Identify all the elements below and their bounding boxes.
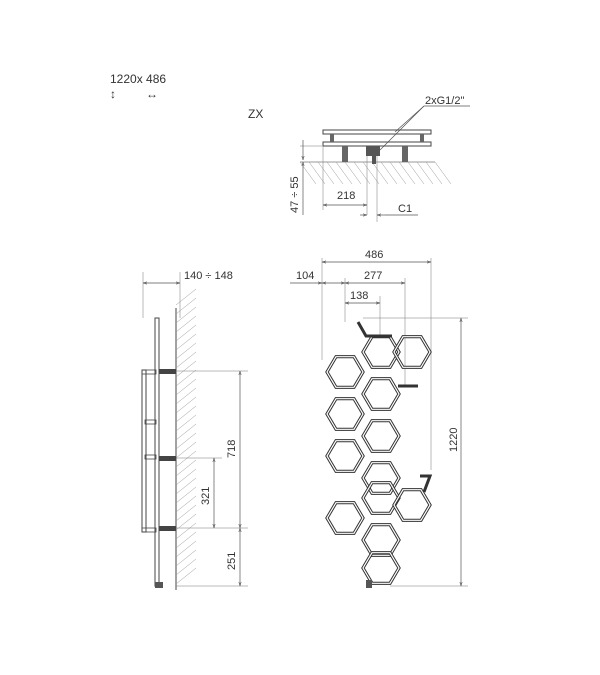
total-width-dimension: 486 bbox=[365, 249, 383, 261]
side-view: 140 ÷ 148 718 321 251 bbox=[141, 270, 248, 590]
bracket-bottom bbox=[159, 526, 176, 531]
honeycomb-cell bbox=[392, 488, 432, 522]
radiator-profile bbox=[154, 317, 160, 587]
connection-pipe bbox=[366, 580, 372, 588]
top-stub bbox=[356, 321, 392, 338]
front-view: 486 104 277 138 1220 bbox=[290, 249, 468, 588]
honeycomb-cell bbox=[361, 377, 401, 411]
honeycomb-cell bbox=[325, 397, 365, 431]
bracket-span-dimension: 718 bbox=[226, 440, 238, 458]
connection-label: 2xG1/2" bbox=[425, 95, 464, 107]
top-rail bbox=[322, 129, 432, 135]
honeycomb-radiator bbox=[325, 321, 433, 585]
bottom-clearance-dimension: 251 bbox=[226, 552, 238, 570]
depth-dimension: 140 ÷ 148 bbox=[184, 270, 233, 282]
model-label: ZX bbox=[248, 107, 263, 121]
valve bbox=[366, 146, 380, 156]
left-offset-dimension: 104 bbox=[296, 270, 314, 282]
spacing-dimension: 218 bbox=[337, 190, 355, 202]
connection-spacing-dimension: 277 bbox=[364, 270, 382, 282]
size-header: 1220x 486 ↕ ↔ bbox=[110, 72, 166, 101]
honeycomb-cell bbox=[361, 523, 401, 557]
wall-hatch-side bbox=[175, 288, 197, 585]
width-arrow-icon: ↔ bbox=[146, 87, 158, 101]
honeycomb-cell bbox=[361, 551, 401, 585]
inner-spacing-dimension: 138 bbox=[350, 290, 368, 302]
wall-hatch-top bbox=[299, 161, 452, 185]
total-height-dimension: 1220 bbox=[448, 428, 460, 452]
honeycomb-cell bbox=[325, 439, 365, 473]
wall-gap-dimension: 47 ÷ 55 bbox=[289, 176, 301, 213]
bracket-gap-dimension: 321 bbox=[200, 487, 212, 505]
top-rail-2 bbox=[322, 141, 432, 147]
honeycomb-cell bbox=[325, 501, 365, 535]
top-view: ZX 2xG1/2" 47 ÷ 55 218 C1 bbox=[248, 95, 470, 222]
side-stub-lower bbox=[420, 474, 433, 493]
height-arrow-icon: ↕ bbox=[110, 87, 116, 101]
honeycomb-cell bbox=[325, 355, 365, 389]
honeycomb-cell bbox=[361, 481, 401, 515]
size-label: 1220x 486 bbox=[110, 72, 166, 86]
bracket-middle bbox=[159, 456, 176, 461]
honeycomb-cell bbox=[361, 419, 401, 453]
offset-dimension: C1 bbox=[398, 203, 412, 215]
bracket-top bbox=[159, 369, 176, 374]
